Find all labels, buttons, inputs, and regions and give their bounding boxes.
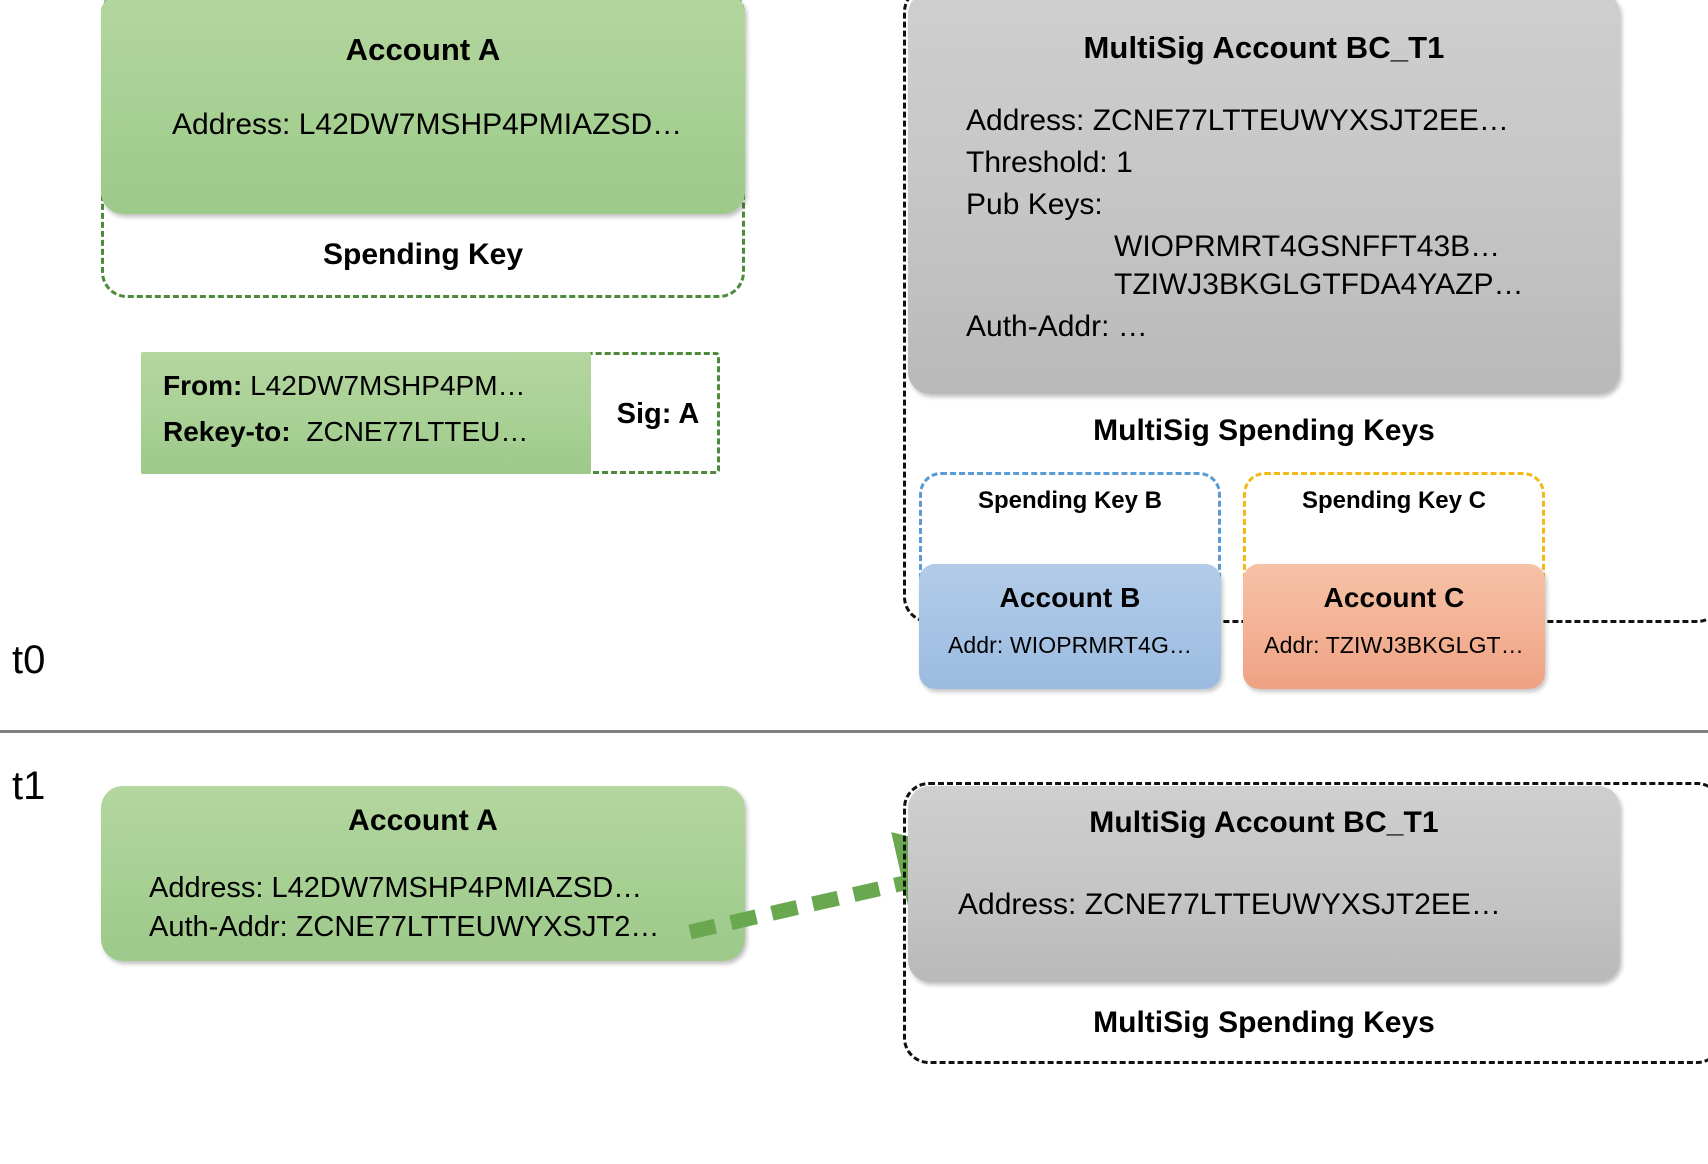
account-a-auth-addr-t1: Auth-Addr: ZCNE77LTTEUWYXSJT2… (149, 911, 660, 943)
from-label-t0: From: (163, 370, 243, 401)
account-b-title-t0: Account B (999, 582, 1141, 613)
account-b-address-t0: Addr: WIOPRMRT4G… (947, 632, 1193, 658)
multisig-spending-keys-label-t1: MultiSig Spending Keys (1093, 1006, 1435, 1039)
rekey-transaction-body-t0[interactable] (141, 352, 591, 474)
spending-key-c-label-t0: Spending Key C (1301, 487, 1487, 514)
multisig-spending-keys-label-t0: MultiSig Spending Keys (1093, 414, 1435, 447)
rekey-to-value-t0: ZCNE77LTTEU… (306, 416, 529, 447)
rekey-transaction-rekey-row-t0: Rekey-to: ZCNE77LTTEU… (163, 416, 583, 448)
multisig-account-card-t1[interactable]: MultiSig Account BC_T1 Address: ZCNE77LT… (908, 786, 1620, 982)
account-c-title-t0: Account C (1323, 582, 1465, 613)
multisig-title-t0: MultiSig Account BC_T1 (1083, 30, 1445, 65)
signature-badge-t0: Sig: A (616, 398, 700, 430)
multisig-threshold-t0: Threshold: 1 (966, 146, 1133, 179)
account-b-card-t0[interactable]: Account B Addr: WIOPRMRT4G… (919, 564, 1221, 689)
multisig-address-t1: Address: ZCNE77LTTEUWYXSJT2EE… (958, 888, 1501, 921)
account-a-title-t0: Account A (345, 32, 501, 67)
time-label-t1: t1 (12, 764, 46, 808)
timeline-divider (0, 730, 1708, 733)
rekey-to-label-t0: Rekey-to: (163, 416, 291, 447)
multisig-spending-keys-group-t1 (903, 782, 1708, 1064)
multisig-title-t1: MultiSig Account BC_T1 (1089, 806, 1439, 839)
account-a-card-t0[interactable]: Account A Address: L42DW7MSHP4PMIAZSD… (101, 0, 745, 214)
account-a-card-t1[interactable]: Account A Address: L42DW7MSHP4PMIAZSD… A… (101, 786, 745, 961)
time-label-t0: t0 (12, 638, 46, 682)
account-a-title-t1: Account A (348, 804, 498, 837)
spending-key-b-label-t0: Spending Key B (977, 487, 1163, 514)
account-a-address-t0: Address: L42DW7MSHP4PMIAZSD… (172, 108, 683, 141)
multisig-pubkey-0-t0: WIOPRMRT4GSNFFT43B… (1114, 230, 1501, 263)
multisig-pubkey-1-t0: TZIWJ3BKGLGTFDA4YAZP… (1114, 268, 1524, 301)
rekey-arrow-line (688, 832, 1006, 940)
multisig-account-card-t0[interactable]: MultiSig Account BC_T1 Address: ZCNE77LT… (908, 0, 1620, 394)
multisig-auth-addr-t0: Auth-Addr: … (966, 310, 1148, 343)
multisig-address-t0: Address: ZCNE77LTTEUWYXSJT2EE… (966, 104, 1509, 137)
multisig-pubkeys-label-t0: Pub Keys: (966, 188, 1103, 221)
from-value-t0: L42DW7MSHP4PM… (250, 370, 526, 401)
account-c-address-t0: Addr: TZIWJ3BKGLGT… (1264, 632, 1524, 658)
account-c-card-t0[interactable]: Account C Addr: TZIWJ3BKGLGT… (1243, 564, 1545, 689)
account-a-spending-key-label-t0: Spending Key (322, 238, 524, 271)
account-a-address-t1: Address: L42DW7MSHP4PMIAZSD… (149, 872, 643, 904)
rekey-transaction-from-row-t0: From: L42DW7MSHP4PM… (163, 370, 583, 402)
